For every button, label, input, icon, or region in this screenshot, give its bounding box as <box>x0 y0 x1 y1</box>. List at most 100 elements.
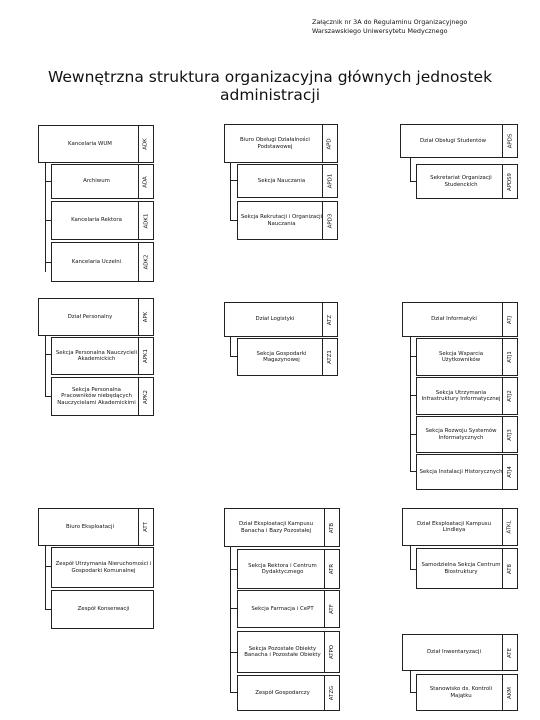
unit-box-atj3: Sekcja Rozwoju Systemów Informatycznych … <box>416 416 518 453</box>
unit-label: Dział Logistyki <box>255 316 295 323</box>
unit-label: Sekcja Rektora i Centrum Dydaktycznego <box>248 562 317 575</box>
unit-label: Kancelaria Uczelni <box>71 258 122 265</box>
unit-box-atz: Dział Logistyki ATZ <box>224 302 338 337</box>
unit-box-atb: Dział Eksploatacji Kampusu Banacha i Baz… <box>224 508 340 547</box>
unit-box-apk1: Sekcja Personalna Nauczycieli Akademicki… <box>51 337 154 375</box>
connector-atz1 <box>230 356 237 357</box>
unit-code: ATF <box>328 604 335 614</box>
unit-box-adk: Kancelaria WUM ADK <box>38 125 154 163</box>
unit-label: Samodzielna Sekcja Centrum Biostruktury <box>421 562 501 575</box>
unit-box-apd3: Sekcja Rekrutacji i Organizacji Nauczani… <box>237 201 338 240</box>
unit-code: ATT <box>142 522 149 532</box>
unit-code: APD1 <box>327 173 333 189</box>
unit-code: ADK <box>143 138 149 150</box>
unit-code: ATB <box>328 522 335 533</box>
header-line-1: Załącznik nr 3A do Regulaminu Organizacy… <box>312 18 468 26</box>
connector-apd <box>230 163 231 220</box>
unit-box-atz1: Sekcja Gospodarki Magazynowej ATZ1 <box>237 338 338 376</box>
unit-box-apd1: Sekcja Nauczania APD1 <box>237 164 338 198</box>
unit-label: Sekcja Instalacji Historycznych <box>419 468 503 475</box>
unit-label: Biuro Eksploatacji <box>66 523 114 530</box>
unit-label: Sekcja Utrzymania Infrastruktury Informa… <box>421 389 501 402</box>
unit-code: ATE <box>507 647 513 658</box>
unit-code: APD3 <box>327 213 333 228</box>
unit-label: Zespół Utrzymania Nieruchomości i Gospod… <box>55 561 152 574</box>
unit-label: Kancelaria Rektora <box>71 217 122 224</box>
connector-atj1 <box>410 356 416 357</box>
unit-code: ATZG <box>329 685 335 701</box>
connector-apd1 <box>230 180 237 181</box>
connector-atzg <box>230 692 237 693</box>
unit-label: Sekcja Wsparcia Użytkowników <box>438 350 484 363</box>
connector-at8 <box>410 569 416 570</box>
unit-code: ATJ2 <box>507 390 513 402</box>
unit-box-ate: Dział Inwentaryzacji ATE <box>402 634 518 671</box>
unit-label: Sekcja Farmacja i CePT <box>251 605 314 612</box>
unit-box-adk2: Kancelaria Uczelni ADK2 <box>51 242 154 282</box>
unit-box-zk: Zespół Konserwacji <box>51 590 154 629</box>
connector-akm <box>410 692 416 693</box>
unit-code: ATJ <box>507 315 513 324</box>
connector-atj4 <box>410 471 416 472</box>
unit-label: Zespół Gospodarczy <box>255 689 310 696</box>
unit-box-atkl: Dział Eksploatacji Kampusu Lindleya ATKL <box>402 508 518 546</box>
unit-code: ADK2 <box>143 254 149 270</box>
unit-code: ATJ1 <box>507 351 513 363</box>
document-header: Załącznik nr 3A do Regulaminu Organizacy… <box>312 18 512 36</box>
unit-label: Sekcja Personalna Nauczycieli Akademicki… <box>55 349 138 362</box>
unit-code: ATKL <box>506 520 513 534</box>
unit-box-akm: Stanowisko ds. Kontroli Majątku AKM <box>416 674 518 711</box>
unit-label: Sekcja Gospodarki Magazynowej <box>256 350 307 363</box>
unit-box-apk: Dział Personalny APK <box>38 298 154 336</box>
unit-box-atj2: Sekcja Utrzymania Infrastruktury Informa… <box>416 377 518 415</box>
connector-atj2 <box>410 395 416 396</box>
unit-box-att: Biuro Eksploatacji ATT <box>38 508 154 546</box>
unit-label: Sekcja Pozostałe Obiekty Banacha i Pozos… <box>244 645 321 658</box>
unit-label: Sekretariat Organizacji Studenckich <box>430 175 492 188</box>
unit-box-ada: Archiwum ADA <box>51 164 154 199</box>
unit-code: ATR <box>329 563 335 575</box>
connector-atj3 <box>410 434 416 435</box>
unit-code: APD <box>327 137 333 150</box>
unit-box-at8: Samodzielna Sekcja Centrum Biostruktury … <box>416 548 518 589</box>
connector-atpo <box>230 652 237 653</box>
unit-label: Dział Personalny <box>67 313 113 320</box>
unit-label: Biuro Obsługi Działalności Podstawowej <box>240 137 310 150</box>
connector-atr <box>230 569 237 570</box>
unit-label: Stanowisko ds. Kontroli Majątku <box>429 686 493 699</box>
unit-label: Dział Eksploatacji Kampusu Lindleya <box>416 520 492 533</box>
unit-label: Archiwum <box>83 178 110 185</box>
unit-label: Dział Informatyki <box>431 316 477 323</box>
title-line-1: Wewnętrzna struktura organizacyjna główn… <box>47 68 493 86</box>
connector-apk1 <box>45 354 51 355</box>
page-title: Wewnętrzna struktura organizacyjna główn… <box>20 68 520 104</box>
unit-code: ADA <box>143 175 149 188</box>
header-line-2: Warszawskiego Uniwersytetu Medycznego <box>312 27 448 35</box>
unit-box-apk2: Sekcja Personalna Pracowników niebędącyc… <box>51 377 154 416</box>
connector-adk2 <box>45 262 51 263</box>
title-line-2: administracji <box>219 86 321 104</box>
unit-code: AT8 <box>507 563 513 574</box>
unit-code: ATZ1 <box>327 350 333 364</box>
unit-box-atj4: Sekcja Instalacji Historycznych ATJ4 <box>416 454 518 490</box>
connector-apds9 <box>410 181 416 182</box>
unit-label: Dział Obsługi Studentów <box>419 137 486 144</box>
unit-label: Sekcja Rekrutacji i Organizacji Nauczani… <box>240 214 323 227</box>
connector-zuin <box>45 566 51 567</box>
unit-box-apds9: Sekretariat Organizacji Studenckich APDS… <box>416 164 518 199</box>
connector-apd3 <box>230 220 237 221</box>
unit-box-atr: Sekcja Rektora i Centrum Dydaktycznego A… <box>237 549 340 589</box>
unit-label: Dział Inwentaryzacji <box>426 649 482 656</box>
connector-atkl <box>410 545 411 569</box>
unit-box-atj: Dział Informatyki ATJ <box>402 302 518 337</box>
connector-atj <box>410 336 411 471</box>
unit-box-atzg: Zespół Gospodarczy ATZG <box>237 675 340 711</box>
connector-atz <box>230 336 231 356</box>
unit-code: APDS9 <box>507 172 514 191</box>
unit-label: Kancelaria WUM <box>68 140 112 147</box>
unit-code: APK <box>142 311 149 323</box>
connector-att <box>45 545 46 610</box>
unit-box-zuin: Zespół Utrzymania Nieruchomości i Gospod… <box>51 547 154 588</box>
unit-label: Sekcja Rozwoju Systemów Informatycznych <box>425 428 497 441</box>
connector-adk1 <box>45 220 51 221</box>
